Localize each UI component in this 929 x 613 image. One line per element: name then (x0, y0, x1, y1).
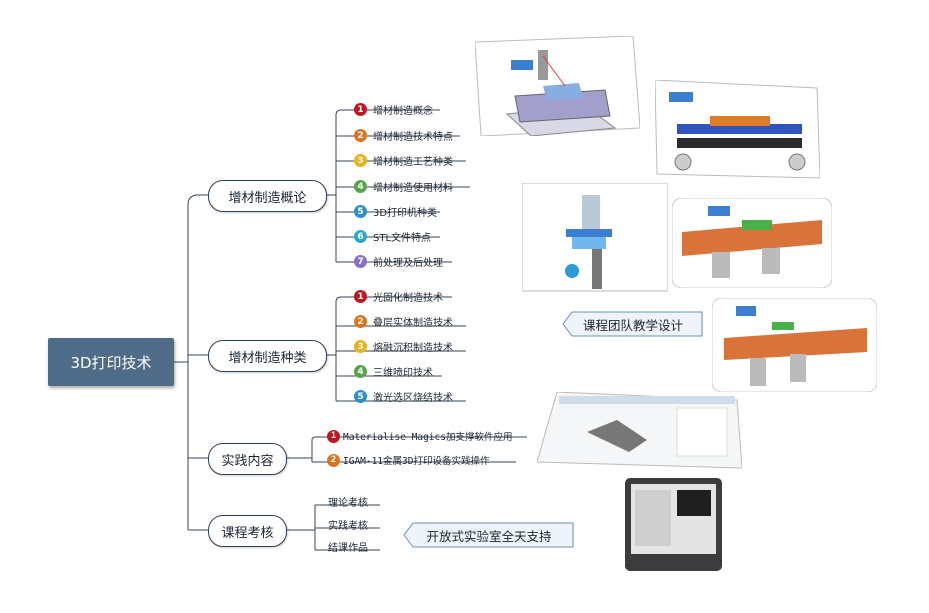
number-badge: 7 (354, 255, 367, 268)
number-badge: 4 (354, 365, 367, 378)
item-label: 三维喷印技术 (373, 368, 433, 379)
list-item[interactable]: 结课作品 (328, 539, 368, 554)
sls-illustration (712, 298, 877, 392)
item-label: 增材制造技术特点 (373, 132, 453, 143)
number-badge: 2 (327, 453, 340, 467)
list-item[interactable]: 7 前处理及后处理 (354, 254, 443, 269)
branch-practice[interactable]: 实践内容 (208, 443, 287, 475)
branch-label: 实践内容 (221, 453, 274, 469)
item-label: IGAM-11金属3D打印设备实践操作 (343, 456, 490, 467)
callout-text: 课程团队教学设计 (582, 317, 683, 333)
item-label: 3D打印机种类 (373, 208, 438, 219)
list-item[interactable]: 5 3D打印机种类 (354, 204, 437, 219)
list-item[interactable]: 理论考核 (328, 494, 368, 509)
number-badge: 2 (354, 129, 367, 142)
software-screenshot (537, 392, 742, 470)
item-label: 激光选区烧结技术 (373, 393, 453, 404)
branch-label: 增材制造种类 (228, 350, 307, 366)
number-badge: 1 (327, 429, 340, 443)
item-label: STL文件特点 (373, 233, 432, 244)
number-badge: 1 (354, 290, 367, 303)
item-label: 熔融沉积制造技术 (373, 343, 453, 354)
list-item[interactable]: 2 增材制造技术特点 (354, 128, 453, 143)
printer-photo (625, 478, 722, 571)
list-item[interactable]: 1 增材制造概念 (354, 102, 433, 117)
sla-illustration (475, 36, 640, 136)
root-label: 3D打印技术 (70, 353, 152, 372)
branch-label: 课程考核 (221, 525, 274, 541)
list-item[interactable]: 2 叠层实体制造技术 (354, 314, 453, 329)
number-badge: 3 (354, 154, 367, 167)
item-label: 光固化制造技术 (373, 293, 443, 304)
number-badge: 4 (354, 180, 367, 193)
number-badge: 5 (354, 390, 367, 403)
3dp-illustration (672, 198, 832, 288)
item-label: 前处理及后处理 (373, 258, 443, 269)
item-label: Materialise Magics加支撑软件应用 (343, 432, 513, 443)
list-item[interactable]: 3 熔融沉积制造技术 (354, 339, 453, 354)
number-badge: 5 (354, 205, 367, 218)
item-label: 增材制造工艺种类 (373, 157, 453, 168)
item-label: 增材制造概念 (373, 106, 433, 117)
root-node[interactable]: 3D打印技术 (48, 338, 174, 386)
fdm-illustration (522, 183, 668, 293)
item-label: 理论考核 (328, 498, 368, 509)
item-label: 结课作品 (328, 543, 368, 554)
list-item[interactable]: 4 三维喷印技术 (354, 364, 433, 379)
item-label: 增材制造使用材料 (373, 183, 453, 194)
lom-illustration (655, 80, 820, 180)
number-badge: 3 (354, 340, 367, 353)
list-item[interactable]: 6 STL文件特点 (354, 229, 431, 244)
branch-types[interactable]: 增材制造种类 (208, 340, 327, 372)
number-badge: 1 (354, 103, 367, 116)
branch-label: 增材制造概论 (228, 190, 307, 206)
number-badge: 2 (354, 315, 367, 328)
callout-text: 开放式实验室全天支持 (426, 528, 552, 544)
open-lab-callout: 开放式实验室全天支持 (403, 522, 575, 548)
number-badge: 6 (354, 230, 367, 243)
list-item[interactable]: 5 激光选区烧结技术 (354, 389, 453, 404)
team-design-callout: 课程团队教学设计 (562, 311, 704, 337)
callout-frame (562, 311, 703, 337)
list-item[interactable]: 实践考核 (328, 517, 368, 532)
branch-overview[interactable]: 增材制造概论 (208, 180, 327, 212)
list-item[interactable]: 4 增材制造使用材料 (354, 179, 453, 194)
list-item[interactable]: 1 光固化制造技术 (354, 289, 443, 304)
branch-assessment[interactable]: 课程考核 (208, 515, 287, 547)
item-label: 实践考核 (328, 521, 368, 532)
list-item[interactable]: 3 增材制造工艺种类 (354, 153, 453, 168)
callout-frame (403, 522, 574, 548)
item-label: 叠层实体制造技术 (373, 318, 453, 329)
